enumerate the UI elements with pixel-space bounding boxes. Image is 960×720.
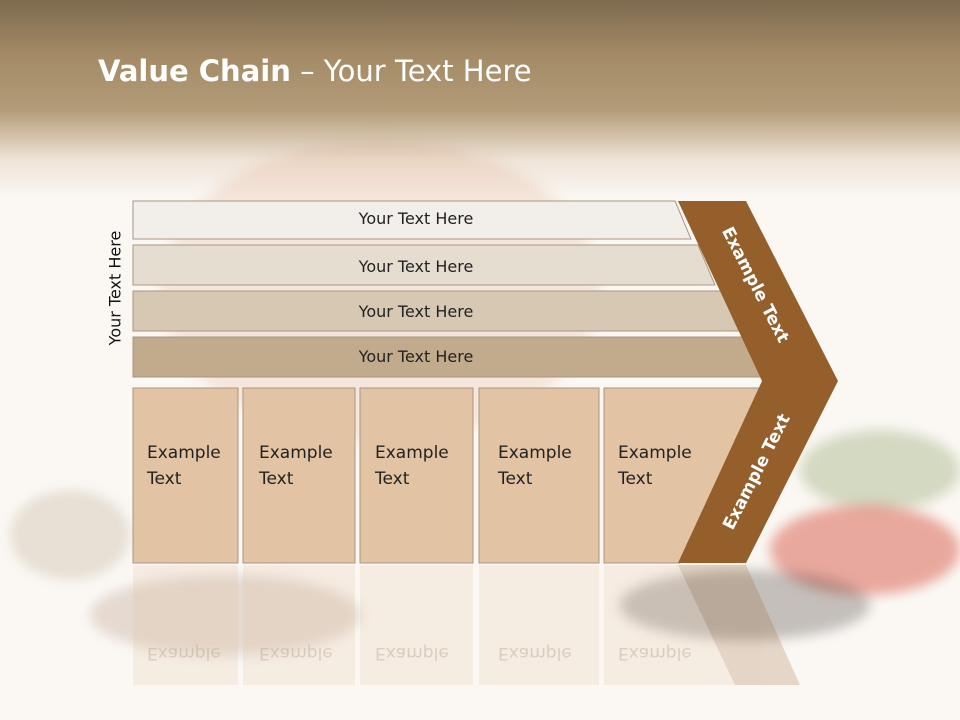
- reflection-label-3: Example: [375, 643, 449, 663]
- column-box-4: [478, 387, 600, 564]
- row-label-1: Your Text Here: [358, 209, 474, 228]
- column-label-1-line1: Example: [147, 443, 221, 463]
- column-label-5-line1: Example: [618, 443, 692, 463]
- green-spice-photo: [800, 430, 960, 510]
- reflection-label-4: Example: [498, 643, 572, 663]
- title-bold: Value Chain: [98, 54, 291, 88]
- column-label-4-line2: Text: [498, 469, 533, 489]
- row-label-3: Your Text Here: [358, 302, 474, 321]
- column-label-4-line1: Example: [498, 443, 572, 463]
- rice-photo: [90, 575, 360, 655]
- reflection-label-1: Example: [147, 643, 221, 663]
- margin-chevron: [678, 201, 838, 563]
- row-bar-1: [132, 200, 692, 240]
- leaf-photo: [10, 490, 130, 580]
- diagram-reflection: [133, 565, 800, 685]
- column-label-3-line1: Example: [375, 443, 449, 463]
- reflection-label-5: Example: [618, 643, 692, 663]
- row-bar-2: [132, 244, 716, 286]
- column-label-2-line2: Text: [259, 469, 294, 489]
- column-box-1: [132, 387, 239, 564]
- row-label-2: Your Text Here: [358, 257, 474, 276]
- column-box-2: [242, 387, 356, 564]
- row-label-4: Your Text Here: [358, 347, 474, 366]
- pepper-photo: [620, 570, 870, 640]
- title-rest: – Your Text Here: [290, 54, 532, 88]
- column-box-3: [359, 387, 474, 564]
- header-band: [0, 0, 960, 200]
- slide-title: Value Chain – Your Text Here: [98, 54, 532, 88]
- red-spice-photo: [770, 505, 960, 595]
- column-label-2-line1: Example: [259, 443, 333, 463]
- column-label-5-line2: Text: [618, 469, 653, 489]
- reflection-label-2: Example: [259, 643, 333, 663]
- column-label-1-line2: Text: [147, 469, 182, 489]
- column-label-3-line2: Text: [375, 469, 410, 489]
